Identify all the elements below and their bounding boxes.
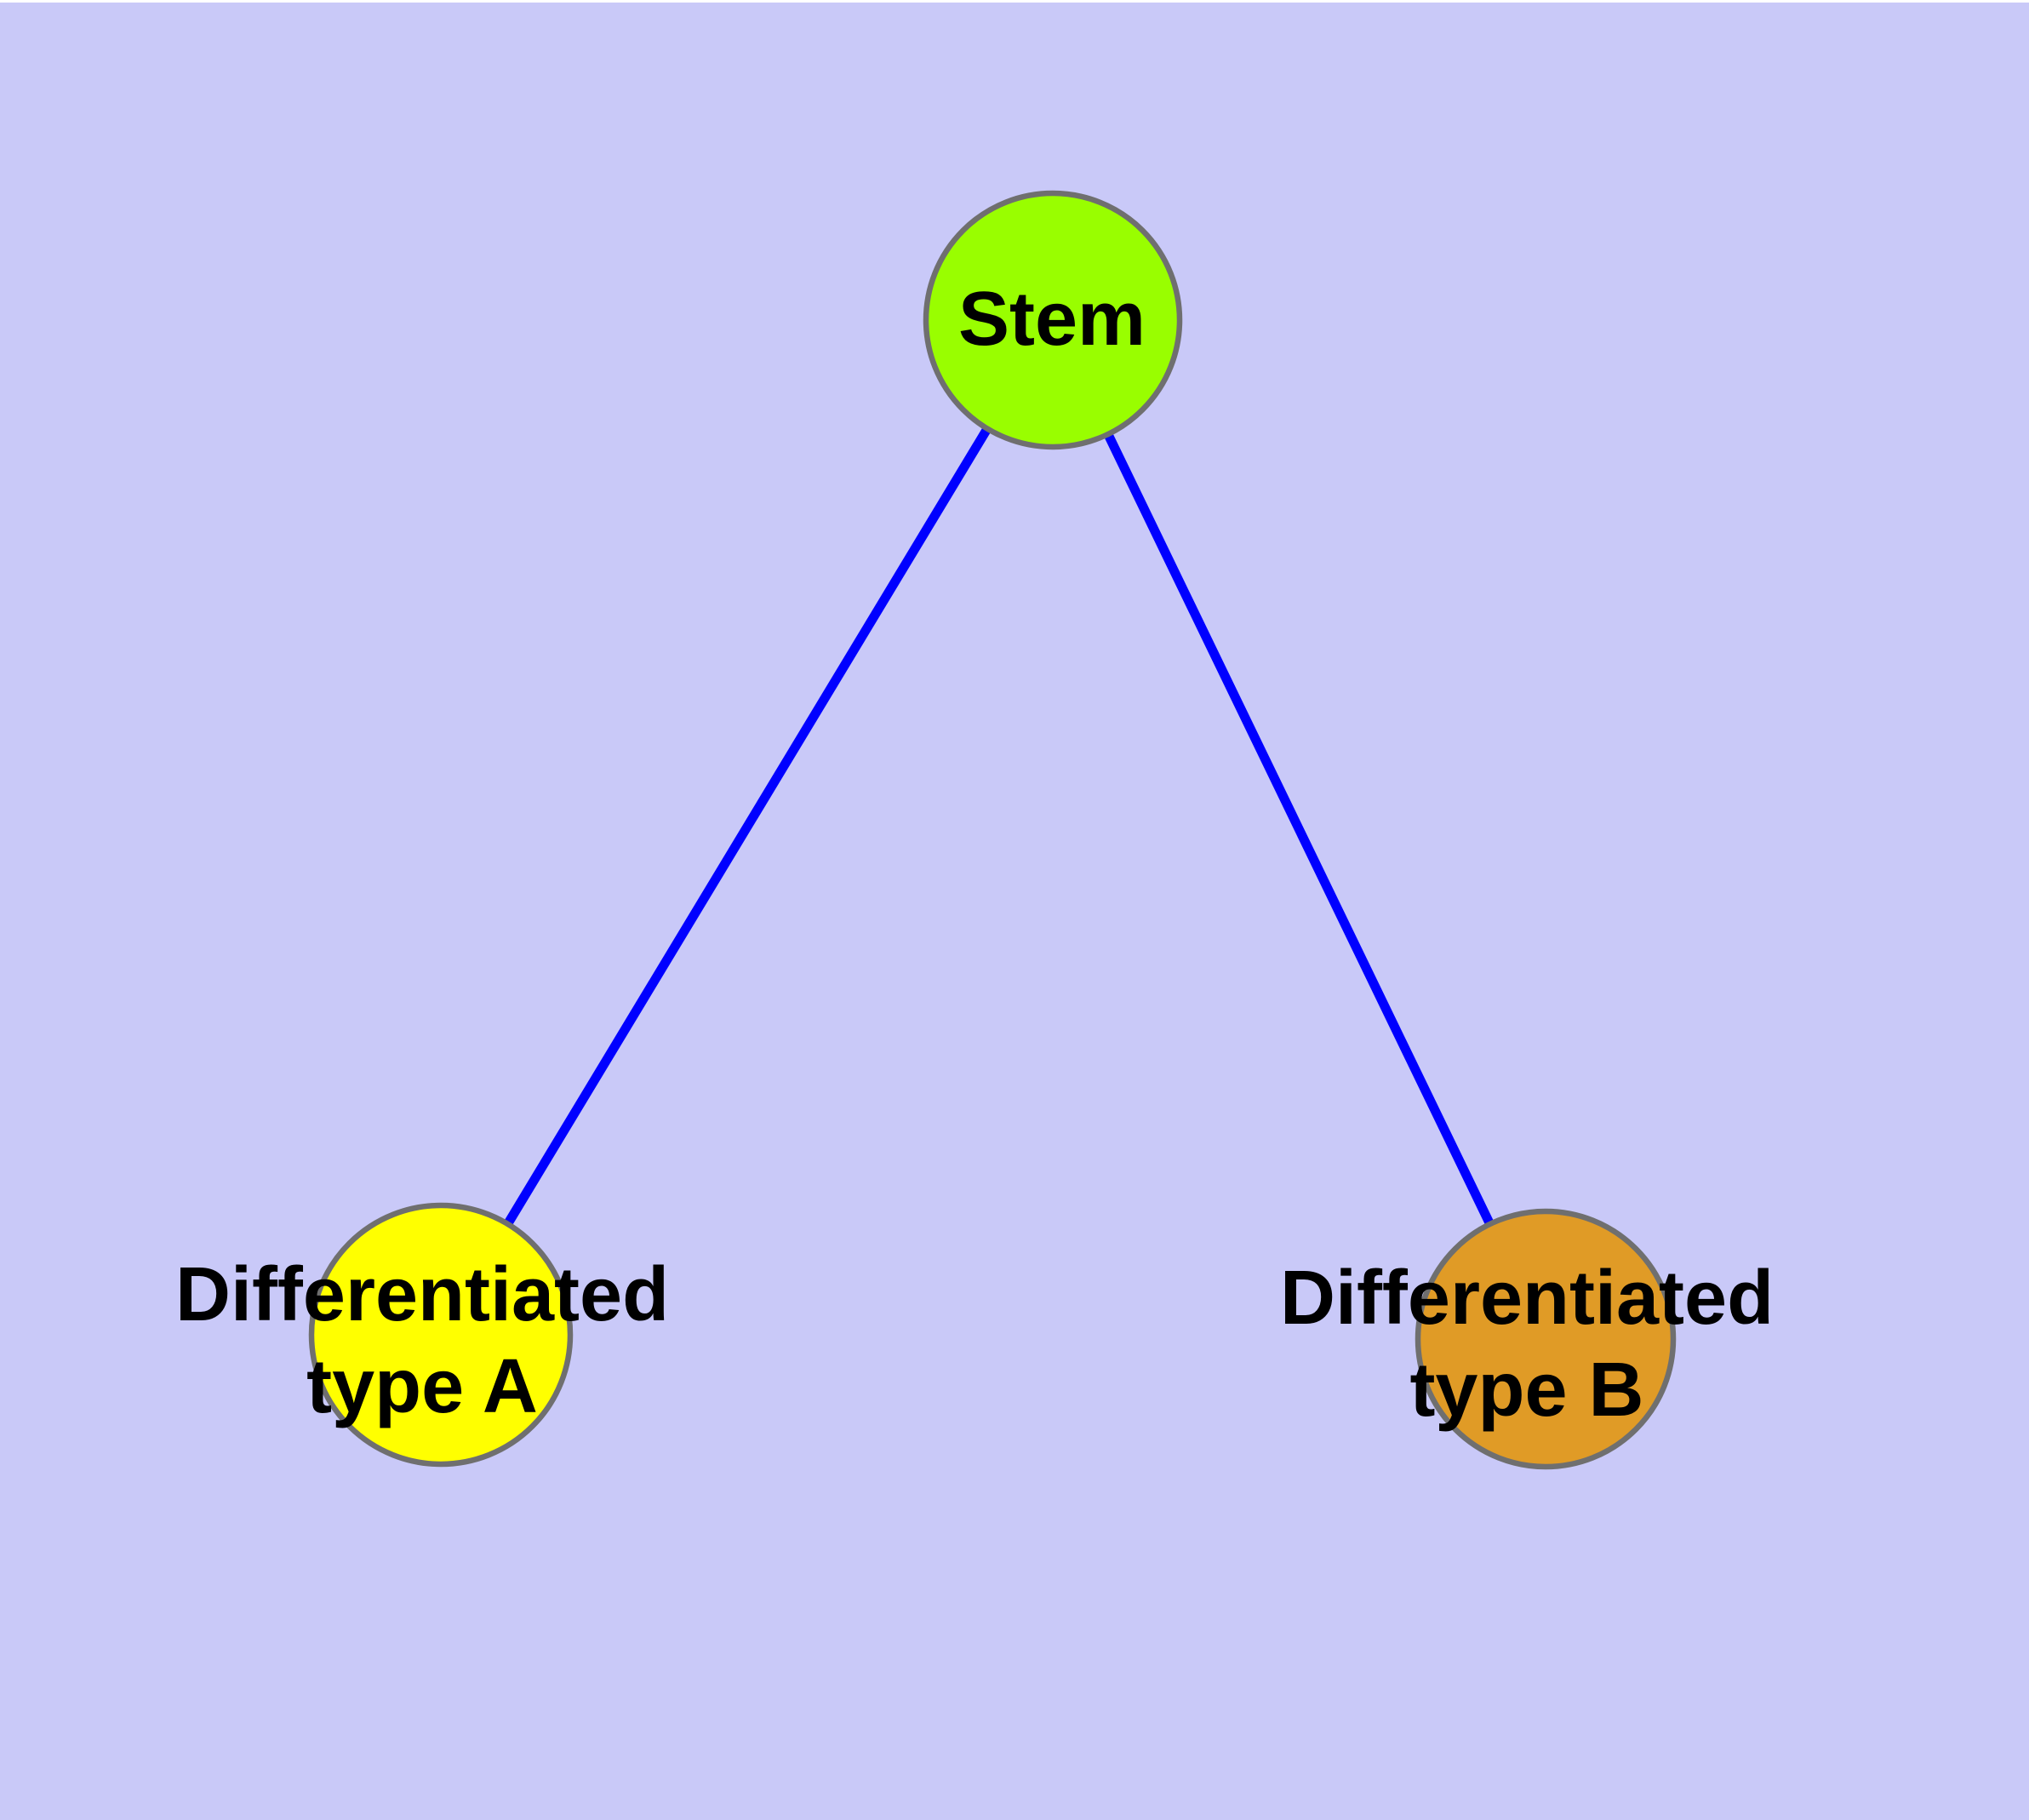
type-a-node-label: Differentiated type A <box>175 1249 669 1433</box>
type-b-label-line1: Differentiated <box>1279 1256 1775 1341</box>
stem-node-label: Stem <box>957 277 1146 362</box>
type-a-node <box>308 1202 574 1468</box>
diagram-graphic <box>0 3 2029 1820</box>
type-a-label-line2: type A <box>306 1344 538 1429</box>
type-b-label-line2: type B <box>1409 1348 1644 1433</box>
edge-stem-to-type-a <box>437 318 1057 1337</box>
type-b-node <box>1415 1208 1677 1470</box>
type-a-label-line1: Differentiated <box>174 1252 670 1337</box>
edge-stem-to-type-b <box>1049 318 1550 1342</box>
stem-node <box>923 190 1183 450</box>
type-b-node-label: Differentiated type B <box>1280 1252 1774 1436</box>
diagram-canvas: Stem Differentiated type A Differentiate… <box>0 3 2029 1820</box>
